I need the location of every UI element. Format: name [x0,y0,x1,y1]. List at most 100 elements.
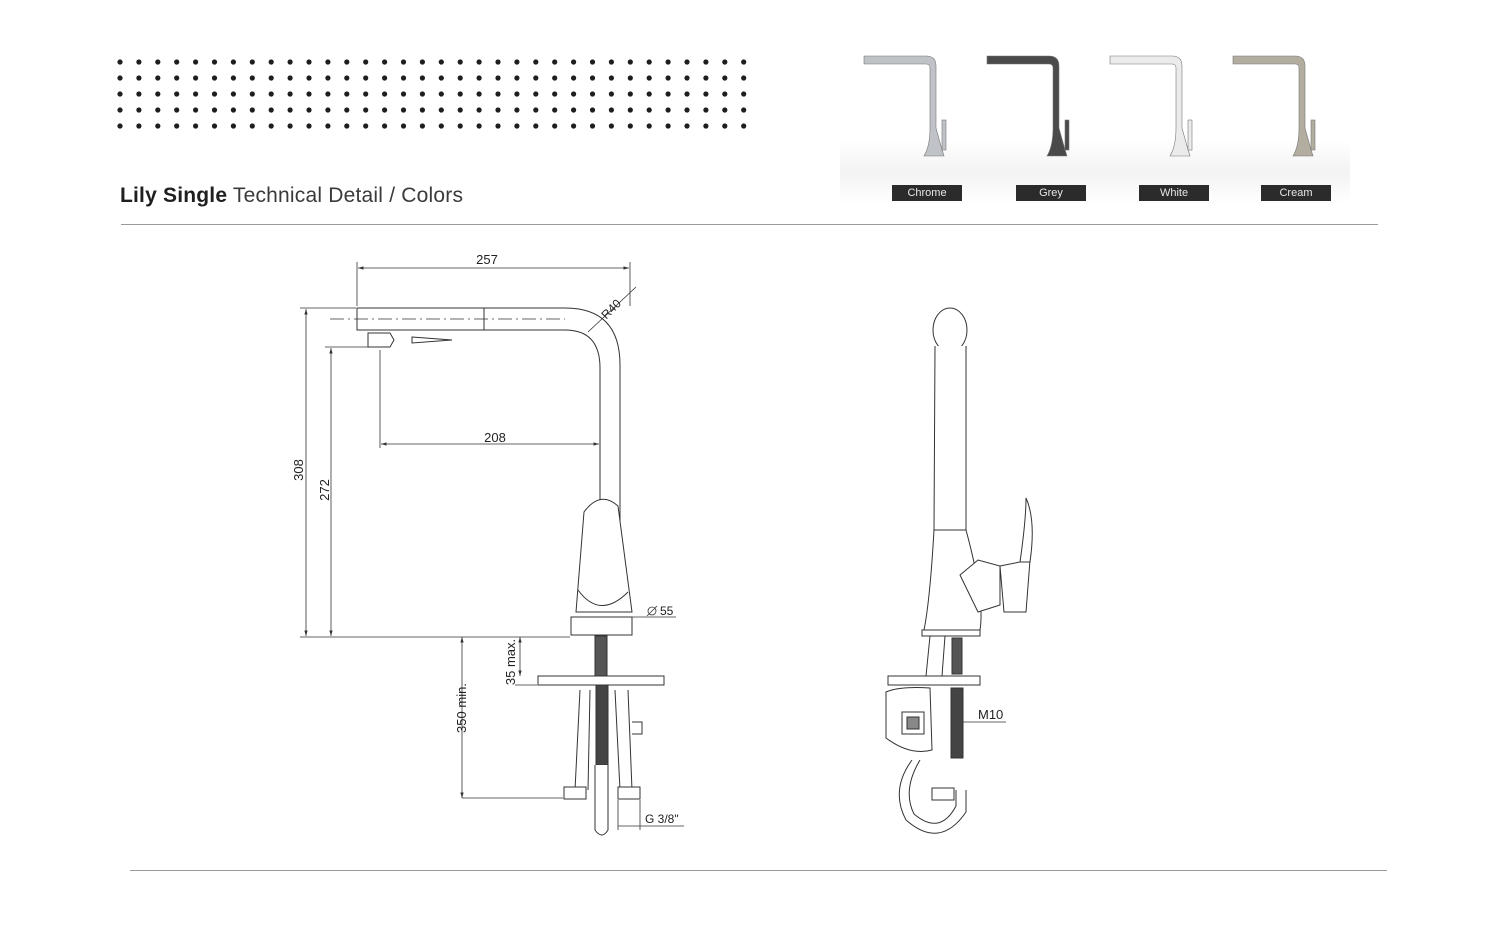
side-deck-plate [887,675,981,686]
faucet-lever [1064,119,1070,151]
faucet-grey [986,55,1070,157]
faucet-lever [941,119,947,151]
color-swatch-panel [840,44,1350,204]
dot [571,107,577,113]
dot [174,59,180,65]
side-spout [933,345,967,531]
dot [268,107,274,113]
hose-center [595,684,609,766]
dot [287,107,293,113]
dot [136,107,142,113]
dot [400,91,407,97]
dot [287,91,293,97]
dot [363,107,369,113]
dot [495,75,501,81]
faucet-cream [1232,55,1316,157]
dot [382,91,388,97]
dot [230,75,236,81]
dot [136,75,142,81]
dot [325,75,331,81]
deck-plate [537,675,665,686]
dot [382,75,388,81]
dot [193,91,199,97]
connector-right [617,786,641,800]
dot [722,75,728,81]
dot [136,123,142,129]
dot [741,123,747,129]
dot [533,91,539,97]
dot [382,123,388,129]
dot [249,75,255,81]
dot [684,107,690,113]
dot [306,75,312,81]
dot [646,107,652,113]
dot [344,59,350,65]
faucet-body [1232,55,1314,157]
side-lever-cap [999,559,1031,613]
dot [382,59,388,65]
faucet-body [986,55,1068,157]
dot [363,75,369,81]
dot [646,123,652,129]
threaded-rod [594,635,608,677]
dot [400,123,407,129]
dot [476,123,482,129]
dot [476,75,482,81]
dot [665,75,671,81]
dot [325,91,331,97]
dot [325,123,331,129]
side-hose [950,687,964,759]
dot [306,123,312,129]
dot [268,75,274,81]
dot [552,123,558,129]
dot [457,91,463,97]
dot [514,75,520,81]
dot [419,59,425,65]
dot [571,59,577,65]
spout-end [932,307,968,353]
dot [741,59,747,65]
dot [268,123,274,129]
dot [608,59,615,65]
dot [533,59,539,65]
dot [117,123,123,129]
side-view [885,307,1033,834]
dot [155,59,161,65]
dot [344,123,350,129]
body-curve [577,589,629,606]
dot [665,91,671,97]
dot [533,75,539,81]
dot [155,123,161,129]
dot [703,107,709,113]
base-collar [570,616,633,636]
dot [268,91,274,97]
diameter-symbol [647,606,657,616]
dot [155,75,161,81]
color-label-white: White [1139,185,1209,201]
dot [344,107,350,113]
dot [230,59,236,65]
front-dimensions [300,262,684,830]
dot [325,107,331,113]
dot [363,123,369,129]
dot [193,59,199,65]
dot [438,107,444,113]
mixer-body [575,498,633,613]
weight-clip-center [906,716,920,730]
dot [174,123,180,129]
faucet-chrome [863,55,947,157]
dot [589,91,596,97]
dot [571,91,577,97]
dot [400,59,407,65]
dot [703,91,709,97]
dot [382,107,388,113]
dot [306,107,312,113]
dot [325,59,331,65]
dot [495,123,501,129]
dot [627,59,633,65]
dot [400,75,407,81]
color-label-cream: Cream [1261,185,1331,201]
dot [193,75,199,81]
dot [400,107,407,113]
label-base-diameter: 55 [660,604,674,618]
